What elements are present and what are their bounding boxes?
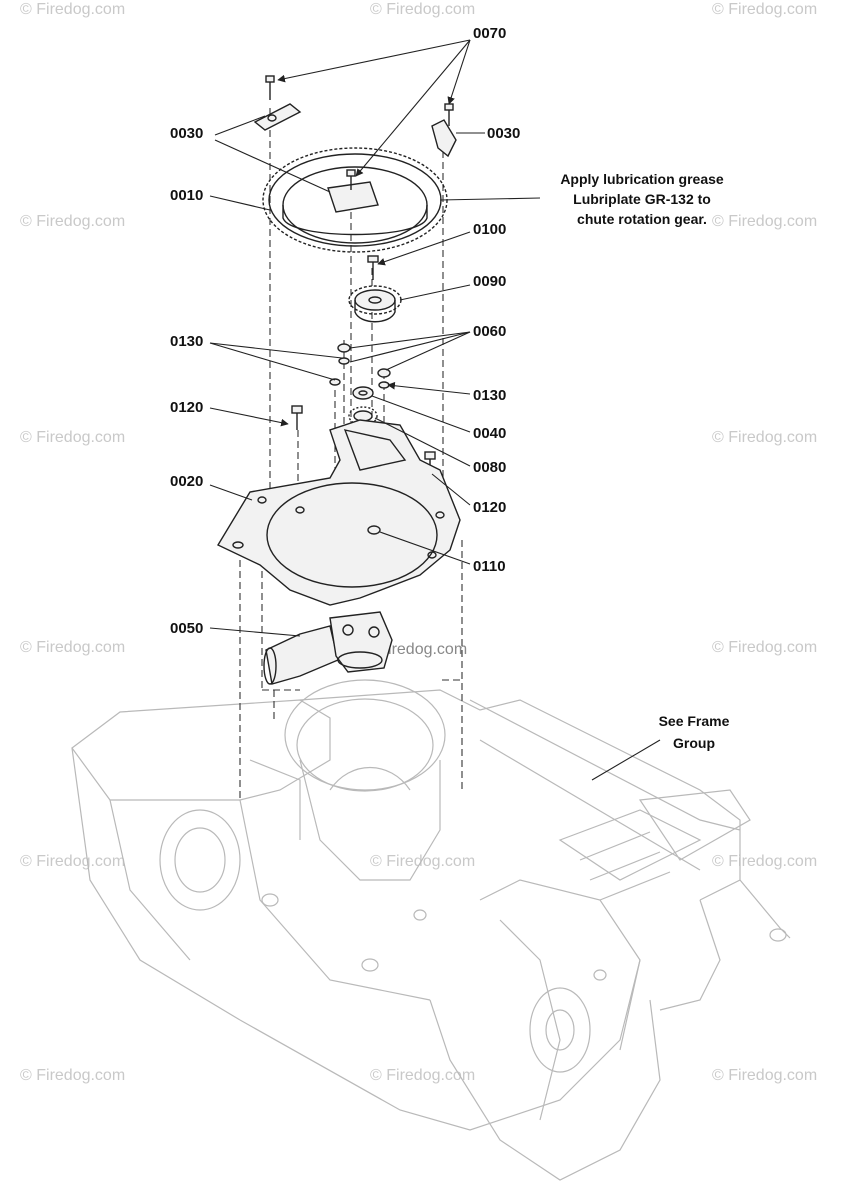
callout-0110: 0110 [473,558,506,575]
callout-labels: 0070 0030 0030 0010 0100 0090 0130 0060 … [170,25,520,637]
callout-0030-left: 0030 [170,125,203,142]
washer-0130-left [329,378,341,386]
watermark-text: © Firedog.com [712,1,817,18]
watermark-layer: © Firedog.com © Firedog.com © Firedog.co… [20,1,817,1084]
callout-0070: 0070 [473,25,506,42]
nut-0110 [367,525,381,535]
frame-note-line-2: Group [673,735,715,751]
watermark-text: © Firedog.com [370,853,475,870]
washer-0060-a [337,343,351,353]
callout-0120-right: 0120 [473,499,506,516]
callout-0130-right: 0130 [473,387,506,404]
watermark-text: © Firedog.com [712,853,817,870]
frame-note-line-1: See Frame [659,713,730,729]
chute-clip-right [431,119,457,158]
callout-0100: 0100 [473,221,506,238]
callout-0010: 0010 [170,187,203,204]
washer-0060-b [338,357,350,365]
chute-clip-left [253,103,302,131]
callout-0120-left: 0120 [170,399,203,416]
gear-screw [367,255,379,280]
callout-0060: 0060 [473,323,506,340]
lubrication-note-line-3: chute rotation gear. [577,211,707,227]
callout-0040: 0040 [473,425,506,442]
watermark-text: © Firedog.com [20,1,125,18]
screw-top-left [265,75,275,100]
center-clip [327,181,379,213]
watermark-text: © Firedog.com [20,213,125,230]
watermark-text: © Firedog.com [712,213,817,230]
watermark-text: © Firedog.com [20,1067,125,1084]
pinion-gear [348,285,402,323]
callout-0020: 0020 [170,473,203,490]
callout-0030-right: 0030 [487,125,520,142]
lubrication-note: Apply lubrication grease Lubriplate GR-1… [560,171,724,227]
watermark-text: © Firedog.com [712,1067,817,1084]
bearing-0040 [352,386,374,400]
chute-mount-plate [217,419,461,606]
frame-housing [71,679,791,1181]
drive-gear-0080 [348,406,378,426]
watermark-text: © Firedog.com [370,1067,475,1084]
leader-lines [209,39,661,781]
screw-center [346,169,356,190]
callout-0130-left: 0130 [170,333,203,350]
watermark-text: © Firedog.com [712,429,817,446]
frame-group-note: See Frame Group [659,713,730,751]
callout-0090: 0090 [473,273,506,290]
watermark-text: © Firedog.com [20,853,125,870]
watermark-text: © Firedog.com [370,1,475,18]
bolt-left [291,405,303,430]
watermark-text: © Firedog.com [20,429,125,446]
washer-0130-right [377,368,391,389]
watermark-text: © Firedog.com [712,639,817,656]
watermark-text: © Firedog.com [20,639,125,656]
lubrication-note-line-2: Lubriplate GR-132 to [573,191,711,207]
lubrication-note-line-1: Apply lubrication grease [560,171,724,187]
chute-rotation-motor [263,611,393,685]
callout-0050: 0050 [170,620,203,637]
callout-0080: 0080 [473,459,506,476]
